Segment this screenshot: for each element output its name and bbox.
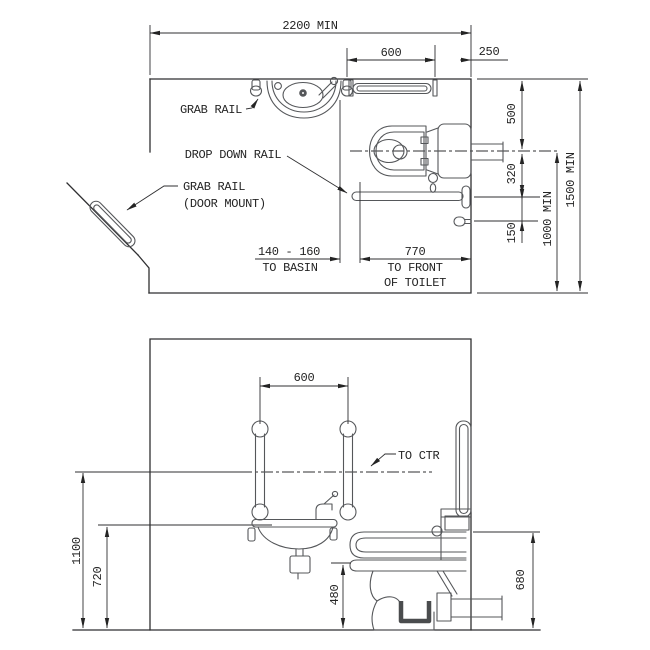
dim-drop-rail-height: 680: [514, 570, 528, 591]
basin-elevation: [247, 490, 339, 580]
plan-dimensions: [149, 25, 588, 294]
door-rail-leader: [126, 185, 178, 211]
dim-rail-spacing: 600: [294, 371, 315, 385]
drop-down-rail-folded: [431, 420, 472, 537]
soil-pipe: [436, 592, 503, 622]
grab-rail-door-plan: [89, 200, 136, 248]
label-to-ctr: TO CTR: [398, 449, 440, 463]
dim-rail-length: 600: [381, 46, 402, 60]
dim-basin-gap-note: TO BASIN: [262, 261, 317, 275]
grab-rail-leader: [245, 98, 259, 110]
cistern: [440, 508, 471, 561]
toilet-plan: [350, 123, 558, 193]
plan-view: 2200 MIN 600 250 GRAB RAIL DROP DOWN RAI…: [66, 19, 588, 294]
dim-drop-rail-to-holder: 150: [505, 223, 519, 244]
to-ctr-leader: [370, 453, 396, 467]
dim-wall-to-toilet-cl: 500: [505, 104, 519, 125]
label-drop-down-rail: DROP DOWN RAIL: [185, 148, 282, 162]
grab-rail-vertical-right: [339, 420, 357, 521]
elevation-view: 600 TO CTR 1100 720 480 680: [70, 338, 541, 631]
label-grab-rail-door-2: (DOOR MOUNT): [183, 197, 266, 211]
drop-down-rail-leader: [286, 155, 348, 194]
dim-front-clearance-note-2: OF TOILET: [384, 276, 446, 290]
basin-trap: [289, 548, 311, 580]
waste-pipe-plan: [470, 141, 504, 163]
plan-leaders: [126, 98, 348, 211]
dim-seat-height: 480: [328, 585, 342, 606]
dim-room-depth: 1500 MIN: [564, 152, 578, 207]
dim-front-clearance: 770: [405, 245, 426, 259]
dim-basin-gap: 140 - 160: [258, 245, 320, 259]
toilet-roll-holder-plan: [453, 216, 472, 227]
drop-down-rail-deployed: [349, 531, 467, 559]
grab-rail-vertical-left: [251, 420, 269, 521]
dim-front-clearance-note-1: TO FRONT: [387, 261, 442, 275]
dim-rail-top-height: 1100: [70, 537, 84, 565]
label-grab-rail: GRAB RAIL: [180, 103, 242, 117]
toilet-seat: [349, 559, 467, 572]
dim-corner-offset: 250: [479, 45, 500, 59]
plan-walls: [137, 78, 472, 294]
basin-tap-elevation: [315, 490, 339, 520]
grab-rail-horizontal-plan: [348, 79, 438, 97]
grab-rail-mounts-plan: [249, 79, 354, 97]
basin-plan: [266, 76, 342, 119]
dim-cl-to-drop-rail: 320: [505, 164, 519, 185]
toilet-trap: [398, 601, 432, 624]
door-leaf: [66, 182, 139, 256]
elevation-leaders: [370, 453, 396, 467]
basin-tap: [318, 76, 339, 99]
dim-room-width: 2200 MIN: [282, 19, 337, 33]
elevation-dimensions: [80, 377, 540, 629]
dim-toilet-cl-to-rear: 1000 MIN: [541, 191, 555, 246]
label-grab-rail-door-1: GRAB RAIL: [183, 180, 245, 194]
drop-down-rail-plan: [351, 185, 471, 209]
toilet-elevation: [349, 508, 503, 631]
dim-basin-height: 720: [91, 567, 105, 588]
level-lines: [75, 471, 432, 526]
